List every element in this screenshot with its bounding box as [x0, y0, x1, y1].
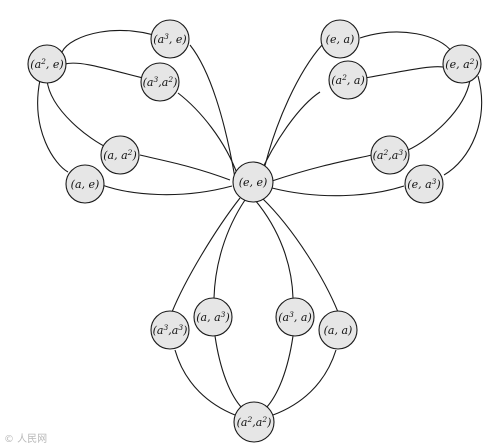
node-e-a3: (e, a3) — [404, 164, 444, 204]
edge — [189, 44, 236, 179]
svg-text:(e, a): (e, a) — [326, 33, 355, 46]
edge — [174, 349, 236, 416]
svg-text:(e, e): (e, e) — [239, 176, 268, 189]
node-e-a: (e, a) — [320, 19, 360, 59]
node-a-e: (a, e) — [65, 164, 105, 204]
node-a2-a: (a2, a) — [328, 60, 368, 100]
svg-text:(a2, e): (a2, e) — [30, 57, 63, 72]
edges — [37, 29, 483, 416]
edge — [364, 66, 444, 79]
nodes: (e, e) (a3, e) (a2, e) (a3,a2) (a, a2) (… — [27, 19, 482, 443]
edge — [213, 199, 246, 299]
edge — [101, 184, 233, 196]
node-a3-e: (a3, e) — [150, 19, 190, 59]
edge — [261, 197, 339, 313]
node-a2-a3: (a2,a3) — [370, 135, 410, 175]
node-a2-a2: (a2,a2) — [233, 401, 275, 443]
svg-text:(a3, e): (a3, e) — [153, 32, 186, 47]
node-a-a3: (a, a3) — [193, 297, 233, 337]
svg-text:(a2, a): (a2, a) — [331, 73, 364, 88]
node-a2-e: (a2, e) — [27, 44, 67, 84]
edge — [258, 91, 321, 177]
node-a3-a3: (a3,a3) — [150, 310, 190, 350]
svg-text:(a2,a2): (a2,a2) — [237, 415, 272, 430]
edge — [261, 44, 323, 179]
edge — [407, 79, 471, 151]
edge — [254, 199, 294, 299]
watermark: © 人民网 — [4, 434, 48, 445]
edge — [46, 79, 109, 149]
svg-text:(e, a3): (e, a3) — [407, 177, 440, 192]
edge — [64, 62, 144, 79]
svg-text:(a, a2): (a, a2) — [103, 148, 136, 163]
node-a-a2: (a, a2) — [100, 135, 140, 175]
svg-text:(a, a3): (a, a3) — [196, 310, 229, 325]
svg-text:(a2,a3): (a2,a3) — [373, 148, 408, 163]
edge — [177, 92, 239, 177]
svg-text:(a3, a): (a3, a) — [278, 310, 311, 325]
edge — [359, 31, 453, 53]
node-a-a: (a, a) — [318, 310, 358, 350]
edge — [265, 335, 294, 409]
svg-text:(a, e): (a, e) — [71, 178, 100, 191]
svg-text:(e, a2): (e, a2) — [445, 57, 478, 72]
edge — [37, 79, 69, 173]
edge — [443, 75, 483, 176]
edge — [271, 185, 405, 197]
edge — [171, 197, 241, 313]
svg-text:(a3,a3): (a3,a3) — [153, 323, 188, 338]
node-e-a2: (e, a2) — [442, 44, 482, 84]
edge — [214, 335, 243, 409]
edge — [139, 154, 231, 181]
node-a3-a: (a3, a) — [275, 297, 315, 337]
edge — [272, 349, 337, 416]
edge — [271, 154, 373, 182]
node-e-e: (e, e) — [232, 161, 274, 203]
node-a3-a2: (a3,a2) — [140, 62, 180, 102]
svg-text:(a3,a2): (a3,a2) — [143, 75, 178, 90]
svg-text:(a, a): (a, a) — [324, 324, 353, 337]
